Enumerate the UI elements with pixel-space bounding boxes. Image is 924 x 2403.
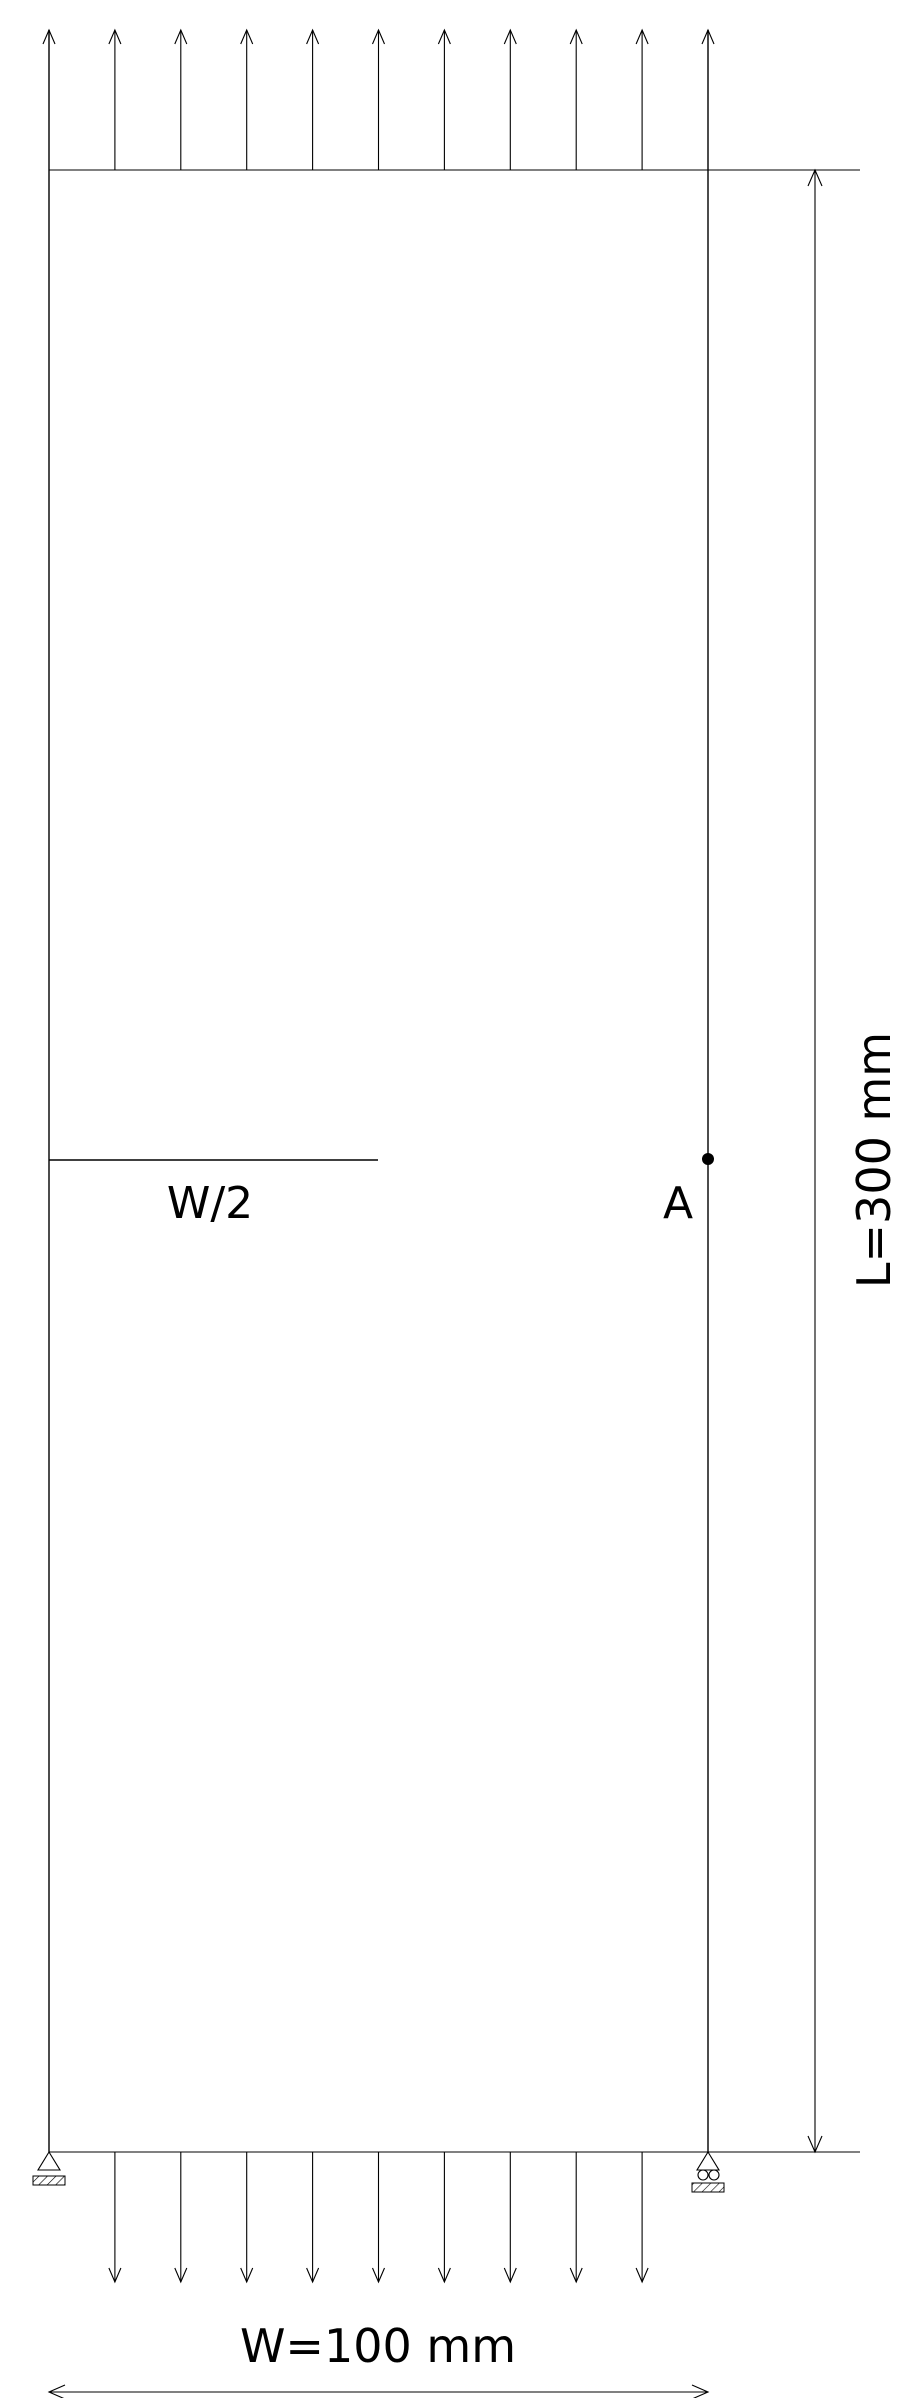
bottom-load-arrows [108, 2152, 649, 2284]
top-load-arrow [174, 28, 188, 170]
top-load-arrow [701, 28, 715, 45]
width-dimension-right-arrowhead [691, 2384, 710, 2400]
point-a-marker [702, 1153, 714, 1165]
height-dimension [807, 168, 823, 2154]
roller-support-ground [691, 2182, 725, 2193]
height-dimension-top-arrowhead [807, 168, 823, 187]
top-load-arrow [437, 28, 451, 170]
bottom-load-arrow [503, 2152, 517, 2284]
bottom-load-arrow [569, 2152, 583, 2284]
bottom-load-arrow [240, 2152, 254, 2284]
top-load-arrow [108, 28, 122, 170]
top-load-arrow [306, 28, 320, 170]
pin-support-ground [32, 2175, 66, 2186]
width-dimension [47, 2384, 710, 2400]
roller-support-roller-right [708, 2169, 720, 2181]
top-load-arrow [371, 28, 386, 170]
top-load-arrow [635, 28, 649, 170]
bottom-load-arrow [306, 2152, 320, 2284]
roller-support-triangle [696, 2150, 720, 2171]
pin-support [32, 2150, 66, 2186]
height-dimension-label: L=300 mm [847, 1032, 901, 1288]
top-load-arrows [42, 28, 715, 170]
point-a-label: A [663, 1178, 693, 1229]
crack-label: W/2 [167, 1178, 253, 1229]
top-load-arrow [569, 28, 583, 170]
top-load-arrow [42, 28, 56, 45]
width-dimension-left-arrowhead [47, 2384, 66, 2400]
height-dimension-bottom-arrowhead [807, 2135, 823, 2154]
width-dimension-label: W=100 mm [240, 2319, 516, 2373]
bottom-load-arrow [174, 2152, 188, 2284]
roller-support-roller-left [697, 2169, 709, 2181]
bottom-load-arrow [635, 2152, 649, 2284]
top-load-arrow [240, 28, 254, 170]
bottom-load-arrow [371, 2152, 386, 2284]
bottom-load-arrow [437, 2152, 451, 2284]
top-load-arrow [503, 28, 517, 170]
bottom-load-arrow [108, 2152, 122, 2284]
roller-support [691, 2150, 725, 2193]
pin-support-triangle [37, 2150, 61, 2171]
